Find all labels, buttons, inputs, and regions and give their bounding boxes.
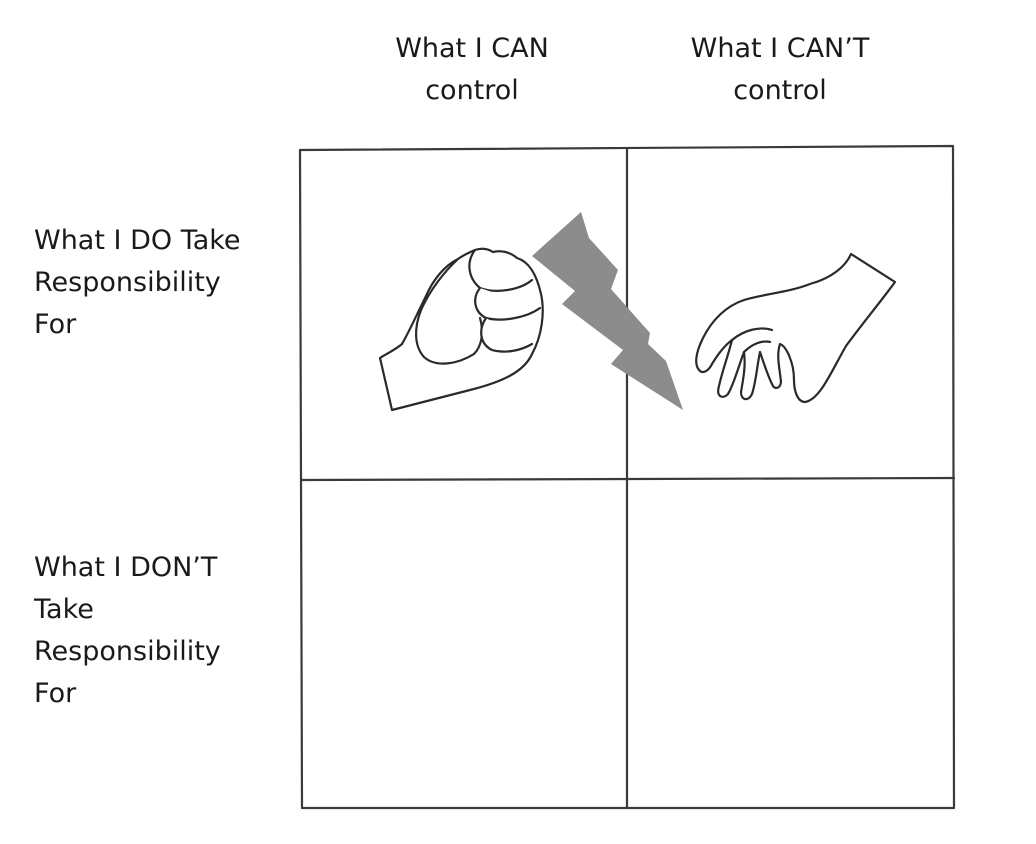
row-header-do-take-responsibility: What I DO Take Responsibility For	[34, 220, 241, 346]
column-header-cant-line-1: What I CAN’T	[690, 33, 870, 64]
grid-horizontal-divider	[299, 476, 956, 482]
row-header-dont-line-4: For	[34, 678, 77, 709]
column-header-cant-control: What I CAN’T control	[660, 28, 900, 112]
clenched-fist-icon	[378, 247, 544, 412]
open-hand-icon	[695, 252, 897, 404]
row-header-dont-take-responsibility: What I DON’T Take Responsibility For	[34, 547, 221, 715]
row-header-do-line-3: For	[34, 309, 77, 340]
row-header-do-line-2: Responsibility	[34, 267, 221, 298]
column-header-can-line-2: control	[425, 75, 519, 106]
column-header-cant-line-2: control	[733, 75, 827, 106]
cell-dont-can	[300, 480, 627, 808]
row-header-do-line-1: What I DO Take	[34, 225, 241, 256]
row-header-dont-line-1: What I DON’T	[34, 552, 218, 583]
lightning-bolt-icon	[532, 212, 683, 410]
cell-dont-cant	[627, 480, 953, 808]
row-header-dont-line-3: Responsibility	[34, 636, 221, 667]
row-header-dont-line-2: Take	[34, 594, 94, 625]
grid-outer-border	[298, 144, 956, 810]
column-header-can-line-1: What I CAN	[395, 33, 549, 64]
column-header-can-control: What I CAN control	[352, 28, 592, 112]
